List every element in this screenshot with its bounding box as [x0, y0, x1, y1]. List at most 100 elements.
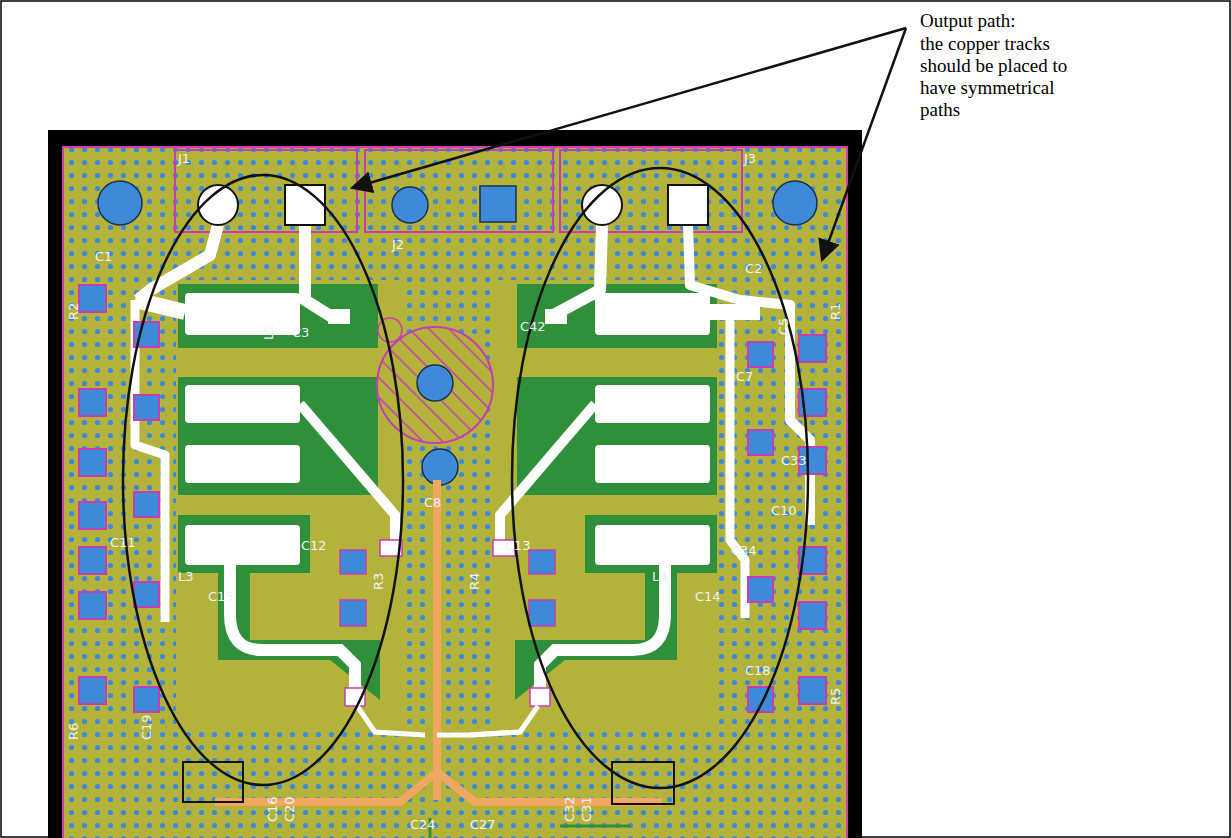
highlight-ellipse [123, 168, 808, 788]
copper-track [135, 300, 185, 312]
part-name: C12 [301, 539, 327, 552]
smd-pad [134, 395, 159, 420]
smd-pad [799, 335, 826, 362]
pad-group [178, 377, 378, 495]
pad-group [176, 280, 404, 725]
pad-group [176, 280, 425, 735]
smd-pad [134, 492, 159, 517]
coax-footprint [377, 327, 493, 443]
pad-group [340, 550, 366, 574]
connector-pad [198, 185, 708, 225]
pad-group [185, 525, 300, 565]
part-name: L4 [652, 570, 668, 583]
part-name: C27 [470, 818, 496, 831]
orange-track [215, 480, 662, 802]
connector-footprint [175, 150, 357, 232]
part-name: R2 [67, 303, 80, 320]
orange-track [215, 772, 437, 802]
pad-group [357, 706, 425, 735]
pad-group [178, 515, 310, 573]
part-name: C13 [505, 539, 531, 552]
part-name: J2 [392, 238, 404, 251]
part-name: C31 [580, 796, 593, 822]
smd-pad [79, 547, 106, 574]
smd-pad [79, 389, 106, 416]
smd-pad [79, 285, 826, 712]
pad-group [470, 280, 719, 735]
pcb-board [48, 130, 862, 838]
smd-pad [79, 592, 106, 619]
copper-track [688, 225, 810, 525]
callout-arrow [822, 28, 906, 260]
smd-pad [79, 502, 106, 529]
part-name: C18 [745, 664, 771, 677]
coax-footprint [377, 318, 493, 485]
copper-track [135, 225, 810, 622]
copper-track [305, 225, 332, 317]
pcb-board [48, 130, 862, 838]
pad-group [340, 600, 366, 626]
orange-track [437, 772, 662, 802]
smd-pad [79, 285, 106, 312]
component-frame [612, 762, 674, 804]
component-frame [183, 762, 674, 804]
pad-group [300, 404, 395, 545]
pad-group [178, 284, 378, 348]
pcb-board [64, 148, 846, 838]
highlight-ellipse [123, 175, 403, 785]
copper-track [437, 732, 520, 735]
part-name: C5 [777, 318, 790, 335]
part-name: L3 [178, 570, 194, 583]
part-name: J1 [178, 152, 190, 165]
connector-pad [668, 185, 708, 225]
orange-track [433, 480, 441, 800]
part-name: R6 [67, 723, 80, 740]
callout-text: the copper tracks should be placed to ha… [920, 33, 1078, 121]
connector-pad [582, 185, 622, 225]
smd-pad [748, 342, 773, 367]
highlight-ellipse [512, 168, 808, 788]
part-name: C11 [110, 536, 136, 549]
smd-pad [748, 577, 773, 602]
smd-pad [134, 582, 159, 607]
part-name: C32 [563, 796, 576, 822]
pad-group [185, 385, 300, 423]
coax-footprint [422, 449, 458, 485]
smd-pad [748, 430, 773, 455]
pcb-board [63, 147, 847, 838]
part-name: C16 [266, 796, 279, 822]
part-name: R4 [468, 573, 481, 590]
component-frame [183, 762, 243, 802]
callout-arrow [352, 28, 906, 188]
smd-pad [799, 602, 826, 629]
part-name: J3 [744, 152, 756, 165]
smd-pad [79, 677, 106, 704]
part-name: C42 [520, 320, 546, 333]
part-name: C14 [695, 590, 721, 603]
smd-pad [79, 449, 106, 476]
connector-footprint [773, 181, 817, 225]
part-name: C3 [292, 326, 309, 339]
coax-footprint [417, 365, 453, 401]
callout-arrow [352, 28, 906, 260]
copper-track [548, 225, 602, 318]
part-name: R5 [829, 688, 842, 705]
part-name: R3 [372, 573, 385, 590]
copper-track [710, 304, 760, 320]
connector-footprint [480, 186, 516, 222]
part-name: C7 [736, 370, 753, 383]
copper-track [730, 320, 745, 618]
part-name: C33 [781, 454, 807, 467]
part-name: C8 [424, 496, 441, 509]
pad-group [185, 445, 300, 483]
part-name: L1 [262, 324, 275, 340]
connector-pad [285, 185, 325, 225]
part-name: C34 [731, 544, 757, 557]
smd-pad [134, 687, 159, 712]
part-name: R1 [829, 303, 842, 320]
pad-group [176, 280, 719, 735]
smd-pad [799, 677, 826, 704]
connector-footprint [392, 187, 428, 223]
